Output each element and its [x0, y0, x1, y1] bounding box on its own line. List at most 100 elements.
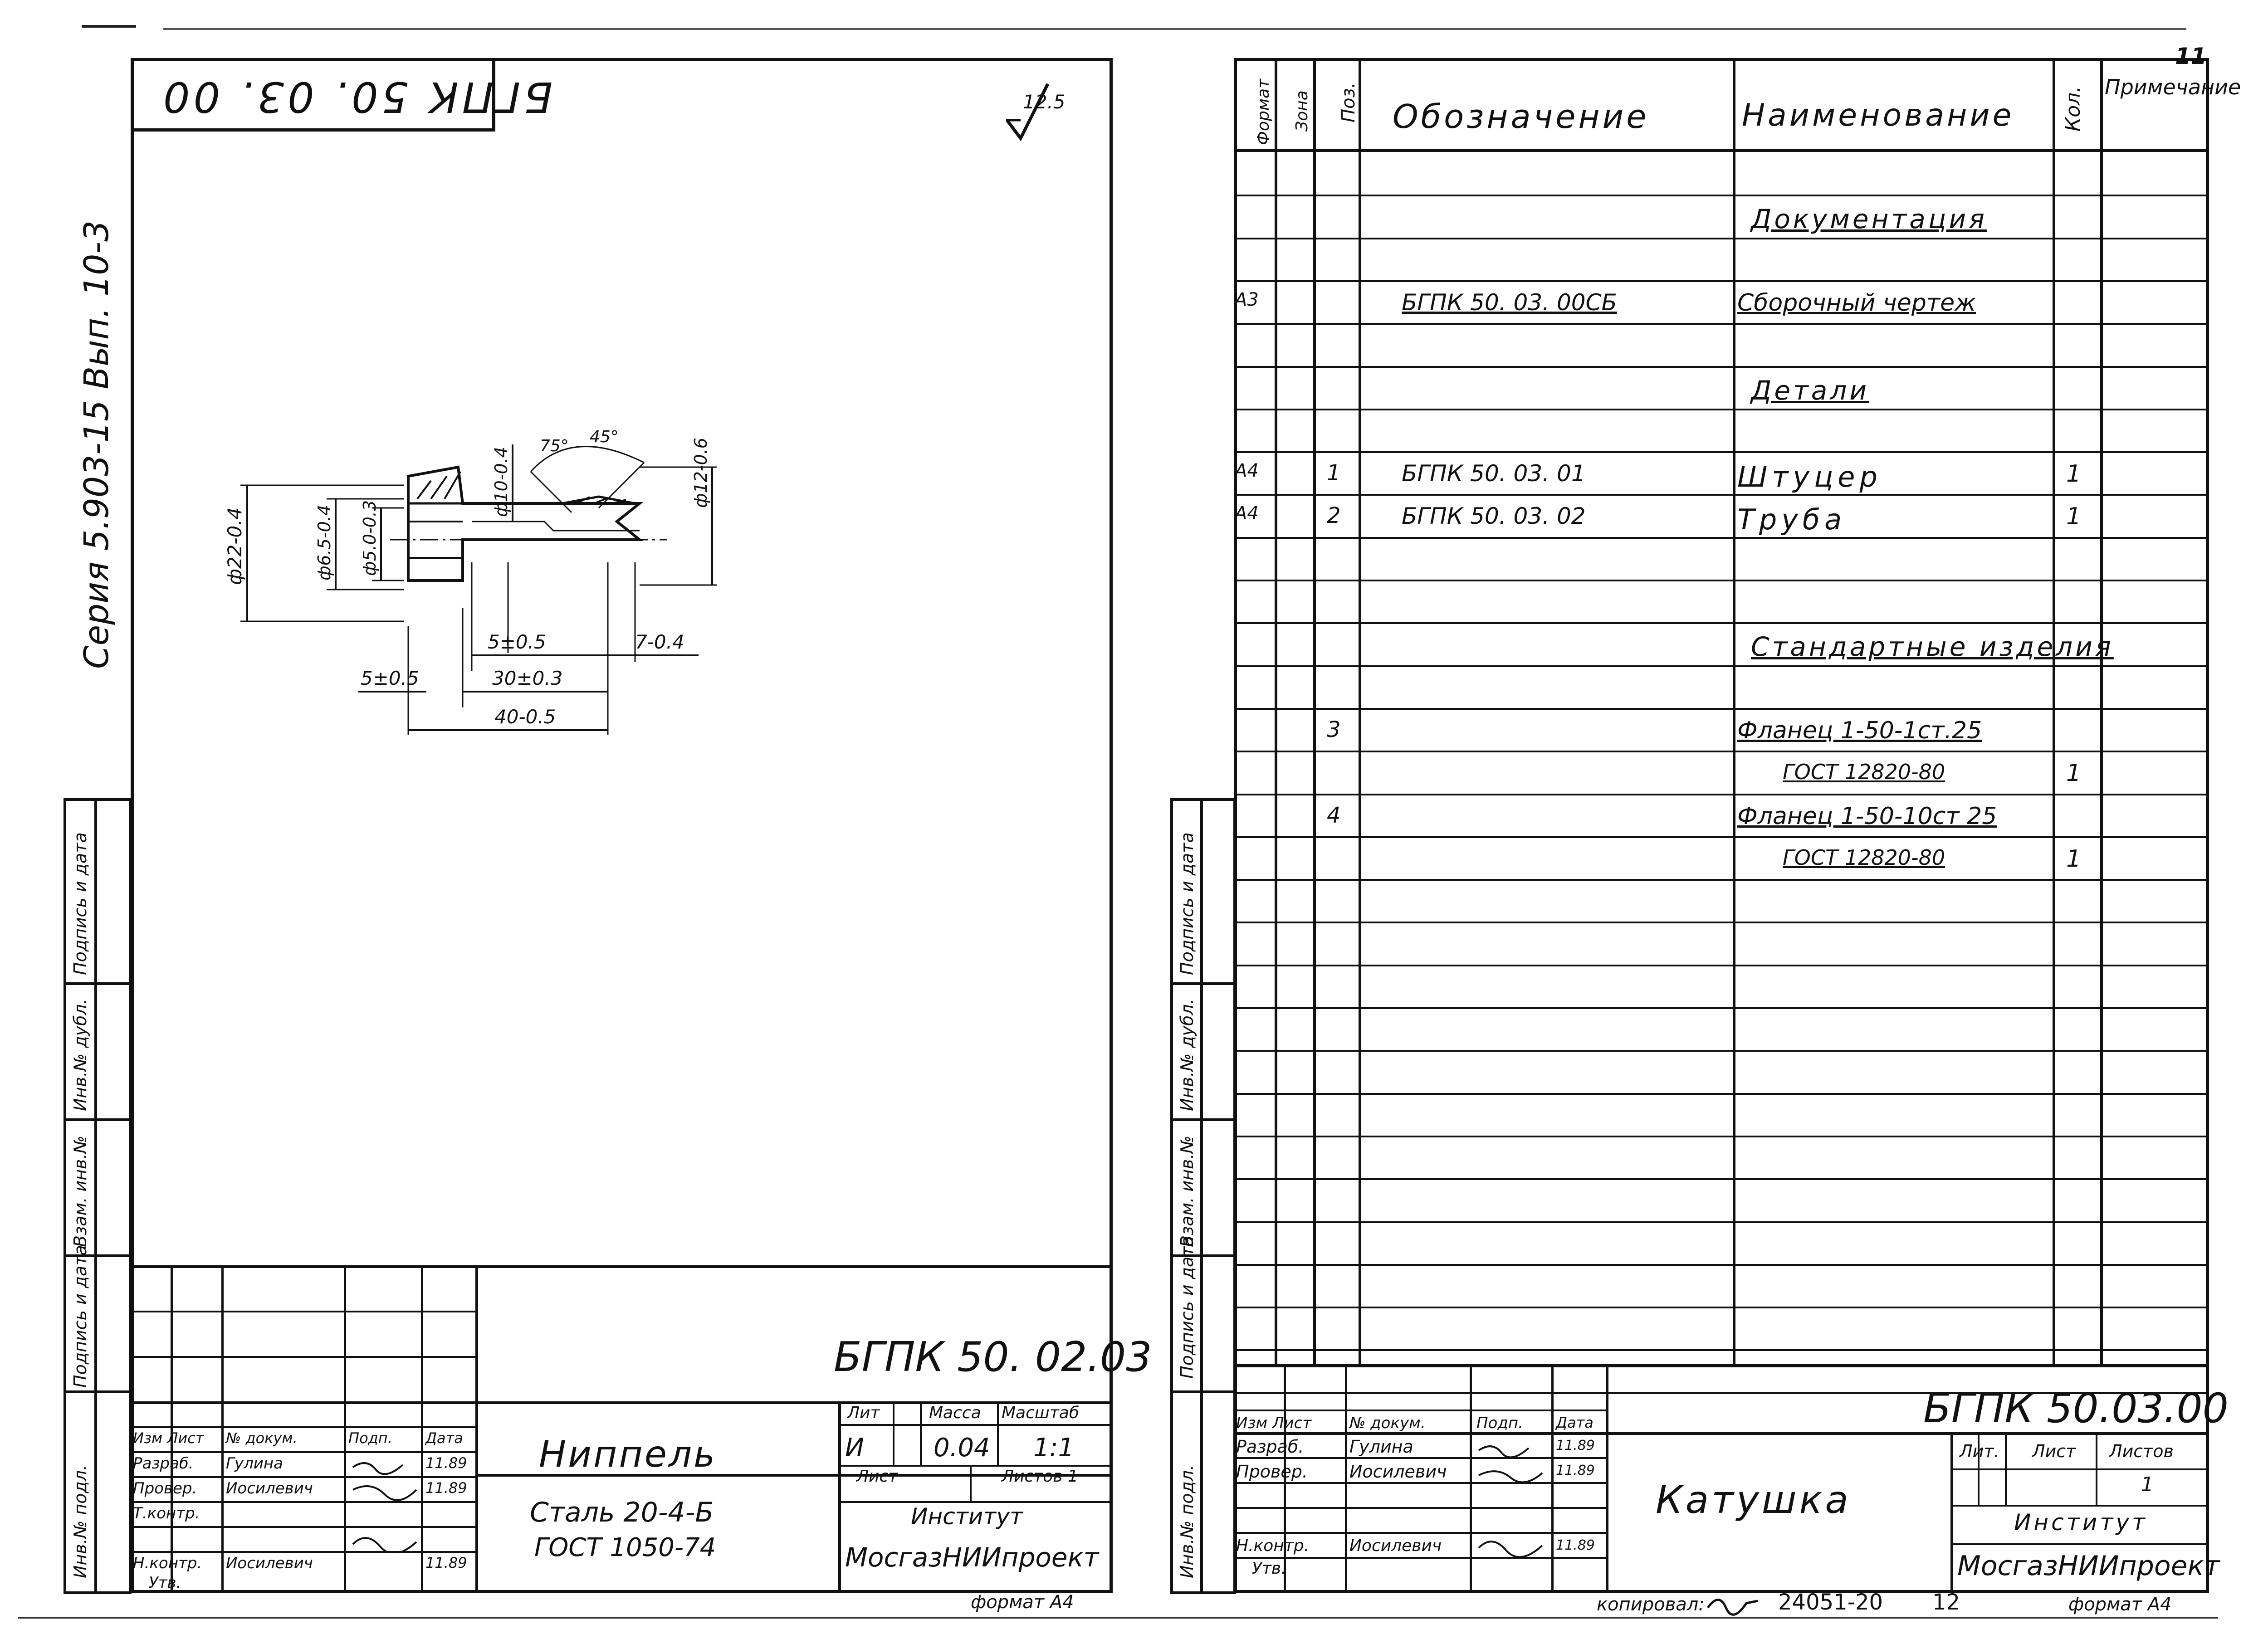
right-org-2: МосгазНИИпроект — [1957, 1550, 2220, 1582]
left-role-ncontrol-name: Иосилевич — [226, 1554, 313, 1572]
right-sheets-header: Листов — [2109, 1441, 2174, 1461]
spec-row-line — [1234, 707, 2209, 710]
right-role-header-sign: Подп. — [1476, 1414, 1523, 1432]
left-doc-name: Ниппель — [539, 1433, 717, 1475]
dim-l7: 7-0.4 — [635, 631, 684, 653]
spec-row-line — [1234, 408, 2209, 410]
left-side-col-0: Подпись и дата — [70, 832, 90, 975]
left-org-2: МосгазНИИпроект — [845, 1542, 1099, 1573]
spec-cell-name: Труба — [1737, 503, 1847, 537]
left-role-header-sign: Подп. — [348, 1429, 392, 1447]
dim-d65: ф6.5-0.4 — [314, 505, 334, 580]
right-side-col-2: Взам. инв.№ — [1177, 1136, 1197, 1247]
spec-cell-name: Фланец 1-50-10ст 25 — [1737, 802, 1997, 830]
top-rule-left — [82, 25, 136, 28]
dim-d12: ф12-0.6 — [691, 438, 711, 508]
right-lit-header: Лит. — [1960, 1441, 1999, 1461]
dim-d10: ф10-0.4 — [491, 447, 511, 517]
spec-cell-name: Фланец 1-50-1ст.25 — [1737, 717, 1982, 744]
right-role-checker-name: Иосилевич — [1349, 1462, 1447, 1482]
spec-table — [1234, 58, 2209, 1394]
left-side-col-3: Подпись и дата — [70, 1245, 90, 1388]
left-role-developer-name: Гулина — [226, 1454, 283, 1473]
spec-row-line — [1234, 1349, 2209, 1351]
left-sheet-label: Лист — [856, 1467, 898, 1486]
footer-doc-number: 24051-20 — [1778, 1590, 1883, 1615]
right-sheet-header: Лист — [2032, 1441, 2076, 1461]
spec-row-line — [1234, 537, 2209, 539]
header-format: Формат — [1254, 78, 1273, 145]
right-side-col-1: Инв.№ дубл. — [1177, 999, 1197, 1111]
left-sheet-frame — [131, 58, 1113, 1593]
series-label: Серия 5.903-15 Вып. 10-3 — [77, 220, 116, 669]
spec-row-line — [1234, 964, 2209, 966]
header-zone: Зона — [1293, 90, 1311, 132]
spec-cell-pos: 3 — [1327, 717, 1341, 742]
spec-cell-name: Сборочный чертеж — [1737, 289, 1976, 317]
spec-row-line — [1234, 793, 2209, 795]
dim-l5b: 5±0.5 — [361, 667, 419, 689]
left-role-developer-date: 11.89 — [425, 1454, 467, 1472]
left-role-header: Изм Лист — [133, 1429, 204, 1447]
right-side-col-4: Инв.№ подл. — [1177, 1464, 1197, 1578]
dim-l30: 30±0.3 — [492, 667, 562, 689]
left-scale-value: 1:1 — [1033, 1433, 1075, 1463]
dim-d5: ф5.0-0.3 — [360, 500, 380, 576]
spec-cell-code: БГПК 50. 03. 00СБ — [1402, 289, 1617, 316]
right-side-col-3: Подпись и дата — [1177, 1236, 1197, 1379]
spec-row-line — [1234, 1050, 2209, 1052]
spec-row-line — [1234, 751, 2209, 753]
spec-cell-qty: 1 — [2066, 760, 2082, 787]
spec-cell-qty: 1 — [2066, 503, 2082, 531]
right-role-ncontrol: Н.контр. — [1236, 1536, 1310, 1555]
right-signatures — [1478, 1445, 1543, 1558]
header-qty: Кол. — [2062, 86, 2085, 132]
copied-signature — [1706, 1599, 1758, 1616]
spec-cell-qty: 1 — [2066, 845, 2082, 873]
left-mass-value: 0.04 — [934, 1433, 990, 1463]
right-role-approve: Утв. — [1252, 1559, 1286, 1578]
spec-row-line — [1234, 323, 2209, 325]
right-format: формат А4 — [2068, 1594, 2172, 1615]
left-signatures — [352, 1462, 417, 1553]
left-side-col-2: Взам. инв.№ — [70, 1136, 90, 1247]
right-org-1: Институт — [2014, 1509, 2148, 1536]
footer-copied: копировал: — [1597, 1594, 1705, 1615]
right-doc-name: Катушка — [1656, 1478, 1851, 1522]
left-role-header-date: Дата — [425, 1429, 463, 1447]
rotated-stamp-box: БГПК 50. 03. 00 — [132, 59, 552, 132]
spec-row-line — [1234, 1093, 2209, 1095]
spec-row-line — [1234, 1392, 2209, 1394]
dim-d22: ф22-0.4 — [224, 507, 246, 585]
footer-sheet: 12 — [1932, 1590, 1960, 1615]
dim-a45: 45° — [590, 428, 619, 446]
right-sheets-value: 1 — [2141, 1473, 2154, 1496]
page-number: 11 — [2175, 43, 2207, 69]
left-role-tcontrol: Т.контр. — [133, 1504, 200, 1522]
spec-row-line — [1234, 1007, 2209, 1009]
left-role-checker: Провер. — [133, 1479, 197, 1497]
spec-row-line — [1234, 195, 2209, 197]
nipple-drawing: ф22-0.4 ф6.5-0.4 ф5.0-0.3 ф10-0.4 ф12-0.… — [224, 428, 717, 735]
spec-cell-qty: 1 — [2066, 460, 2082, 488]
roughness-value: 12.5 — [1023, 91, 1066, 113]
spec-cell-name: Документация — [1751, 204, 1987, 235]
right-role-developer: Разраб. — [1236, 1437, 1304, 1457]
spec-row-line — [1234, 1135, 2209, 1137]
spec-row-line — [1234, 580, 2209, 581]
dim-l40: 40-0.5 — [494, 706, 556, 728]
spec-row-line — [1234, 451, 2209, 454]
right-title-block: БГПК 50.03.00 Катушка Лит. Лист Листов 1… — [1234, 1364, 2229, 1593]
spec-row-line — [1234, 1307, 2209, 1309]
spec-cell-fmt: А3 — [1235, 289, 1259, 310]
left-role-developer: Разраб. — [133, 1454, 194, 1473]
left-doc-code: БГПК 50. 02.03 — [834, 1333, 1152, 1381]
spec-cell-name: Детали — [1751, 375, 1870, 406]
left-role-approve: Утв. — [149, 1574, 181, 1592]
spec-cell-code: БГПК 50. 03. 01 — [1402, 460, 1586, 487]
header-pos: Поз. — [1338, 82, 1359, 122]
spec-cell-name: ГОСТ 12820-80 — [1783, 845, 1945, 870]
right-role-ncontrol-name: Иосилевич — [1349, 1536, 1442, 1555]
spec-row-line — [1234, 494, 2209, 496]
spec-row-line — [1234, 1221, 2209, 1223]
